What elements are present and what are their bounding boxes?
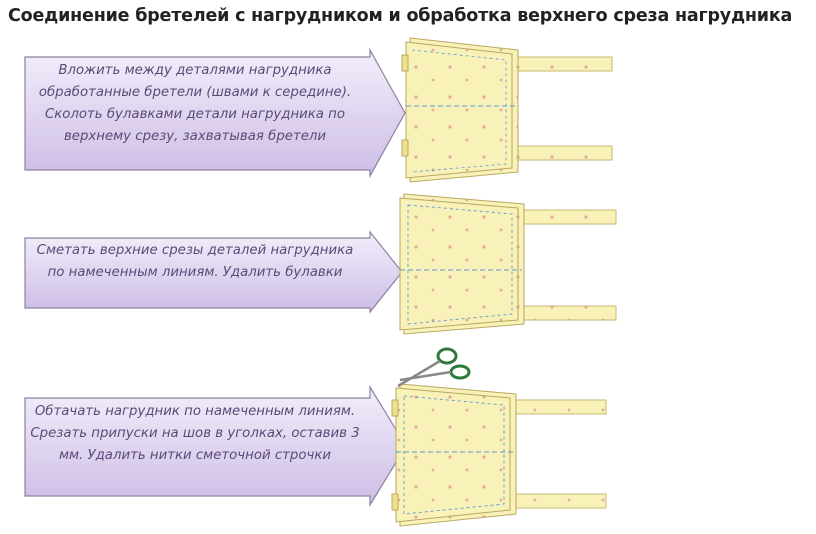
step-1-instruction: Вложить между деталями нагрудника обрабо…: [38, 63, 352, 144]
step-2-instruction: Сметать верхние срезы деталей нагрудника…: [36, 243, 354, 280]
step-arrow-3: [24, 384, 407, 508]
step-arrow-2: [24, 230, 403, 314]
page-title: Соединение бретелей с нагрудником и обра…: [8, 6, 793, 26]
scissors-icon: [397, 347, 471, 388]
step-3-instruction: Обтачать нагрудник по намеченным линиям.…: [30, 404, 360, 463]
bib-illustration-1: [401, 37, 613, 183]
bib-illustration-2: [399, 193, 617, 335]
step-arrow-1: [24, 47, 406, 179]
bib-illustration-3: [391, 383, 607, 527]
